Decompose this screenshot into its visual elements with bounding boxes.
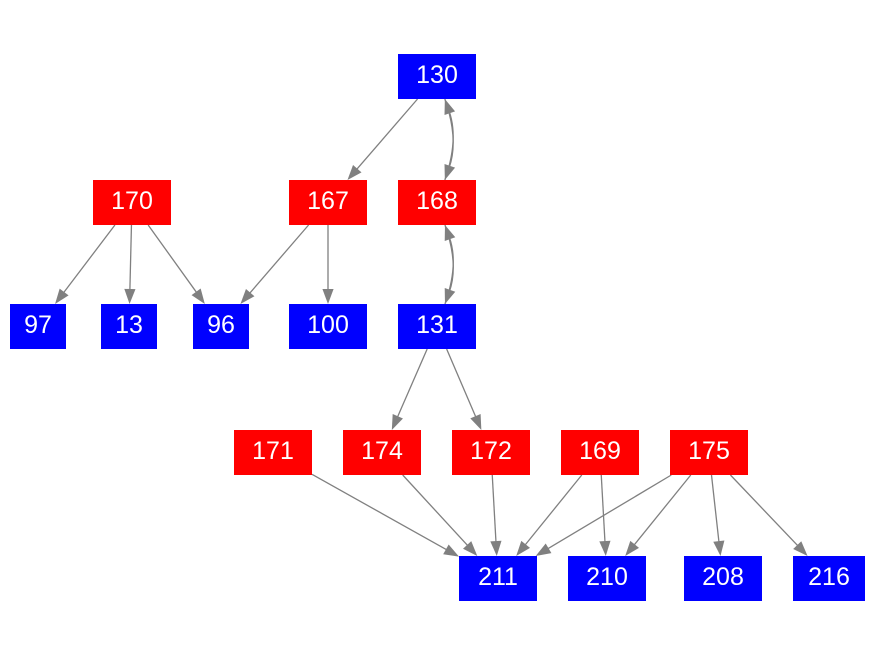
node-label: 96 <box>207 311 235 339</box>
graph-node-169[interactable]: 169 <box>561 430 639 475</box>
graph-node-208[interactable]: 208 <box>684 556 762 601</box>
node-label: 175 <box>688 437 730 465</box>
graph-node-130[interactable]: 130 <box>398 54 476 99</box>
node-label: 97 <box>24 311 52 339</box>
node-label: 131 <box>416 311 458 339</box>
node-label: 171 <box>252 437 294 465</box>
graph-node-100[interactable]: 100 <box>289 304 367 349</box>
graph-node-13[interactable]: 13 <box>101 304 157 349</box>
node-label: 170 <box>111 187 153 215</box>
node-label: 172 <box>470 437 512 465</box>
graph-node-174[interactable]: 174 <box>343 430 421 475</box>
node-label: 13 <box>115 311 143 339</box>
graph-node-97[interactable]: 97 <box>10 304 66 349</box>
graph-node-175[interactable]: 175 <box>670 430 748 475</box>
graph-node-172[interactable]: 172 <box>452 430 530 475</box>
node-label: 210 <box>586 563 628 591</box>
node-label: 167 <box>307 187 349 215</box>
node-label: 208 <box>702 563 744 591</box>
node-label: 100 <box>307 311 349 339</box>
node-label: 211 <box>478 563 518 591</box>
graph-node-96[interactable]: 96 <box>193 304 249 349</box>
graph-node-168[interactable]: 168 <box>398 180 476 225</box>
graph-node-131[interactable]: 131 <box>398 304 476 349</box>
node-label: 174 <box>361 437 403 465</box>
graph-node-211[interactable]: 211 <box>459 556 537 601</box>
graph-node-170[interactable]: 170 <box>93 180 171 225</box>
graph-node-171[interactable]: 171 <box>234 430 312 475</box>
graph-node-216[interactable]: 216 <box>793 556 865 601</box>
node-label: 130 <box>416 61 458 89</box>
node-label: 168 <box>416 187 458 215</box>
graph-node-167[interactable]: 167 <box>289 180 367 225</box>
node-label: 169 <box>579 437 621 465</box>
node-label: 216 <box>808 563 850 591</box>
graph-node-210[interactable]: 210 <box>568 556 646 601</box>
